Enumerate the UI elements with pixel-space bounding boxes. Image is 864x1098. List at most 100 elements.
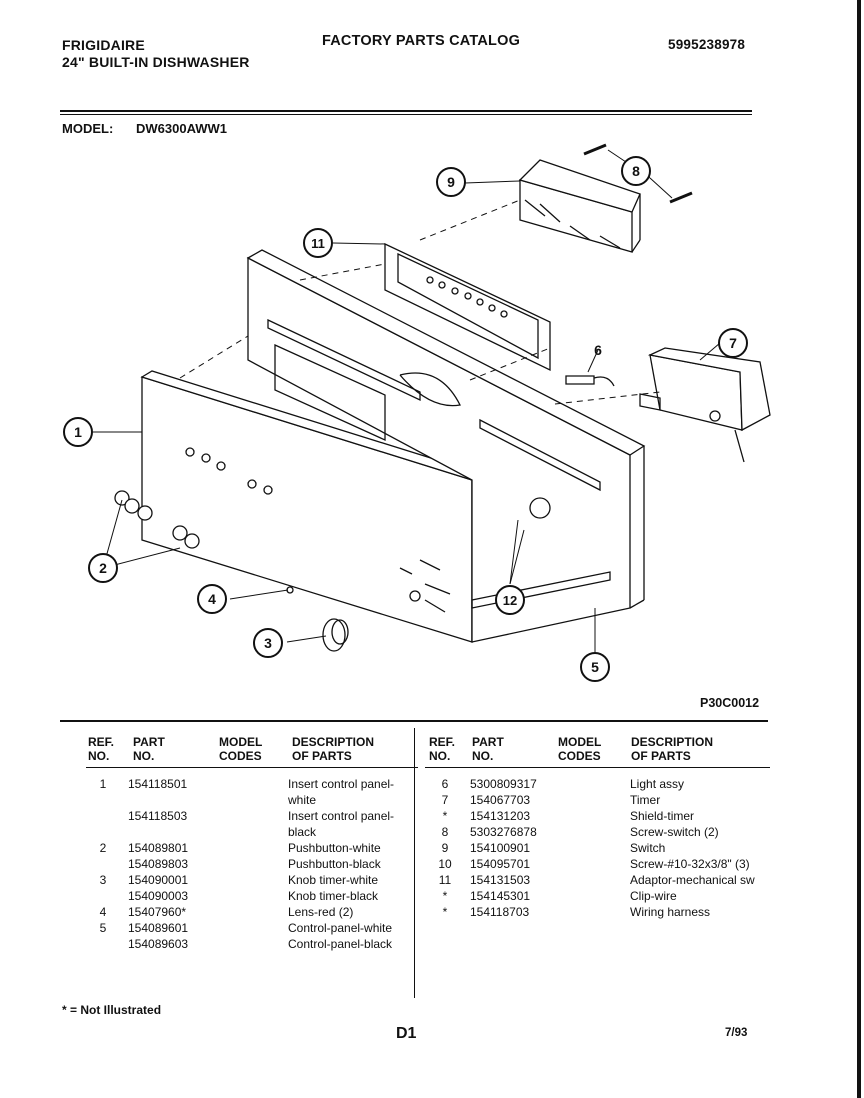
callout-label: 9 <box>447 174 455 190</box>
callout-label: 3 <box>264 635 272 651</box>
description-cell: Insert control panel- <box>288 809 395 823</box>
table-row: 5 154089601 Control-panel-white <box>88 920 413 936</box>
callout-11: 11 <box>303 228 333 258</box>
figure-code: P30C0012 <box>700 696 760 710</box>
catalog-date: 7/93 <box>725 1027 748 1039</box>
part-number-cell: 154090001 <box>128 873 189 887</box>
description-cell: white <box>288 793 317 807</box>
part-number-cell: 154090003 <box>128 889 189 903</box>
part-number-cell: 15407960* <box>128 905 187 919</box>
part-number-cell: 5300809317 <box>470 777 537 791</box>
description-cell: Switch <box>630 841 666 855</box>
ref-cell: 5 <box>99 921 107 935</box>
header-ref-left: REF. NO. <box>88 735 115 763</box>
part-number-cell: 154095701 <box>470 857 531 871</box>
part-number-cell: 154100901 <box>470 841 531 855</box>
description-cell: Pushbutton-black <box>288 857 381 871</box>
not-illustrated-note: * = Not Illustrated <box>62 1003 162 1017</box>
table-row: 3 154090001 Knob timer-white <box>88 872 413 888</box>
description-cell: Lens-red (2) <box>288 905 354 919</box>
header-desc-right: DESCRIPTION OF PARTS <box>631 735 714 763</box>
part-number-cell: 154118503 <box>128 809 188 823</box>
description-cell: Timer <box>630 793 661 807</box>
callout-label: 11 <box>311 236 325 251</box>
table-row: 9 154100901 Switch <box>430 840 775 856</box>
ref-cell: 8 <box>441 825 449 839</box>
header-rule <box>60 110 752 112</box>
callout-6: 6 <box>594 342 602 358</box>
part-number-cell: 154118703 <box>470 905 530 919</box>
timer <box>639 347 771 463</box>
callout-label: 2 <box>99 560 107 576</box>
ref-cell: 4 <box>99 905 107 919</box>
description-cell: Wiring harness <box>630 905 711 919</box>
catalog-number: 5995238978 <box>668 37 746 52</box>
description-cell: Adaptor-mechanical sw <box>630 873 755 887</box>
callout-4: 4 <box>197 584 227 614</box>
header-desc-left: DESCRIPTION OF PARTS <box>292 735 375 763</box>
description-cell: Control-panel-black <box>288 937 393 951</box>
callout-9: 9 <box>436 167 466 197</box>
callout-8: 8 <box>621 156 651 186</box>
part-number-cell: 154089601 <box>128 921 189 935</box>
callout-label: 1 <box>74 424 82 440</box>
table-row: 154089803 Pushbutton-black <box>88 856 413 872</box>
callout-label: 7 <box>729 335 737 351</box>
description-cell: Control-panel-white <box>288 921 393 935</box>
ref-cell: 3 <box>99 873 107 887</box>
part-number-cell: 154131503 <box>470 873 531 887</box>
table-row: white <box>88 792 413 808</box>
table-row: 4 15407960* Lens-red (2) <box>88 904 413 920</box>
callout-label: 6 <box>594 342 602 358</box>
header-ref-right: REF. NO. <box>429 735 456 763</box>
ref-cell: 6 <box>441 777 449 791</box>
callout-label: 8 <box>632 163 640 179</box>
table-column-divider <box>414 728 415 998</box>
pushbuttons <box>114 490 200 549</box>
part-number-cell: 5303276878 <box>470 825 537 839</box>
description-cell: Screw-switch (2) <box>630 825 719 839</box>
description-cell: Knob timer-black <box>288 889 379 903</box>
ref-cell: 1 <box>99 777 107 791</box>
part-number-cell: 154089803 <box>128 857 189 871</box>
table-row: * 154118703 Wiring harness <box>430 904 775 920</box>
switch-block <box>518 159 641 253</box>
ref-cell: * <box>442 905 448 919</box>
table-row: 8 5303276878 Screw-switch (2) <box>430 824 775 840</box>
catalog-title: FACTORY PARTS CATALOG <box>322 33 521 49</box>
header-part-left: PART NO. <box>133 735 165 763</box>
ref-cell: 7 <box>441 793 449 807</box>
description-cell: black <box>288 825 317 839</box>
callout-7: 7 <box>718 328 748 358</box>
light-assembly <box>565 375 615 387</box>
callout-12: 12 <box>495 585 525 615</box>
table-top-rule <box>60 720 768 722</box>
table-row: black <box>88 824 413 840</box>
header-rule-thin <box>60 114 752 115</box>
description-cell: Knob timer-white <box>288 873 379 887</box>
control-panel-housing <box>246 249 646 643</box>
part-number-cell: 154145301 <box>470 889 531 903</box>
page-edge <box>857 0 861 1098</box>
product-name: 24" BUILT-IN DISHWASHER <box>62 54 250 70</box>
description-cell: Shield-timer <box>630 809 695 823</box>
table-row: 154090003 Knob timer-black <box>88 888 413 904</box>
description-cell: Pushbutton-white <box>288 841 381 855</box>
ref-cell: 9 <box>441 841 449 855</box>
table-row: 11 154131503 Adaptor-mechanical sw <box>430 872 775 888</box>
brand-name: FRIGIDAIRE <box>62 37 145 53</box>
header-underline-right <box>425 767 770 768</box>
ref-cell: 11 <box>438 873 452 887</box>
description-cell: Insert control panel- <box>288 777 395 791</box>
callout-label: 4 <box>208 591 216 607</box>
